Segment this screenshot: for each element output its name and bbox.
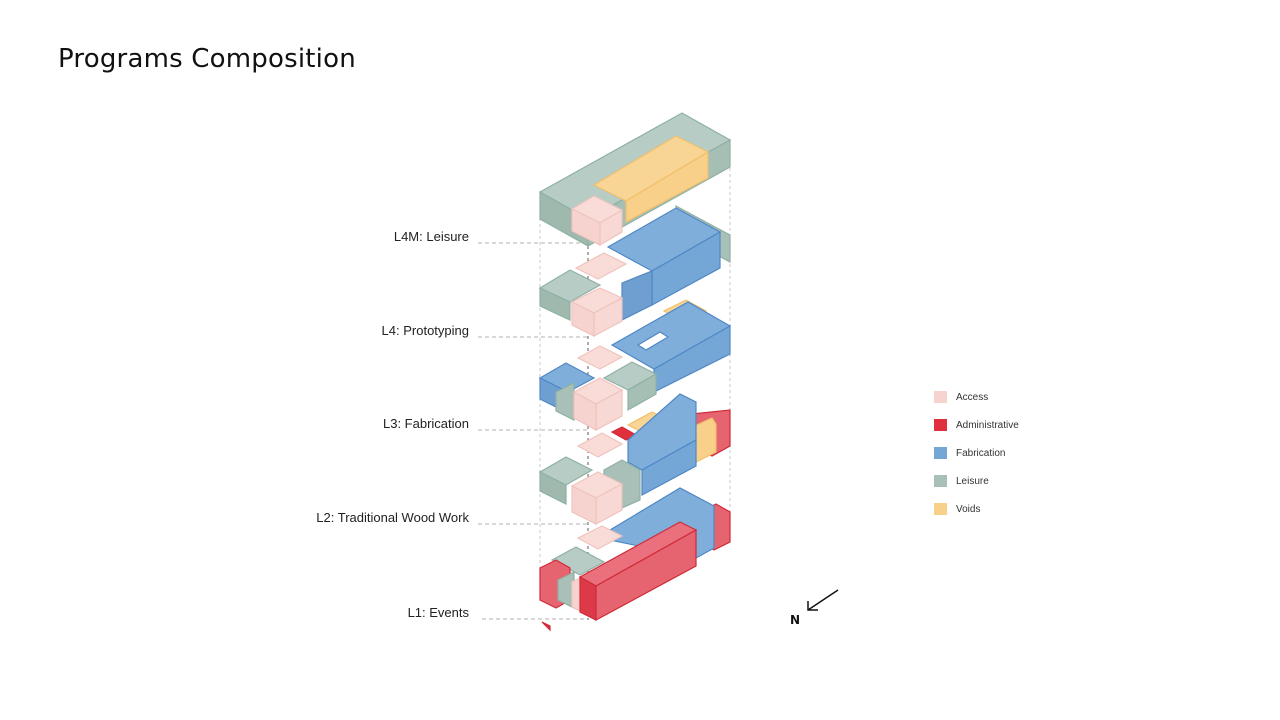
level-l3-blocks (538, 299, 732, 432)
legend-swatch (934, 391, 947, 403)
legend-swatch (934, 503, 947, 515)
level-l1-blocks (539, 487, 731, 632)
legend-label: Voids (956, 503, 981, 515)
leader-lines (478, 242, 588, 620)
level-label-l2: L2: Traditional Wood Work (316, 510, 469, 525)
level-l4m-blocks (538, 112, 732, 248)
legend-label: Administrative (956, 419, 1019, 431)
legend-swatch (934, 475, 947, 487)
level-label-l4: L4: Prototyping (381, 323, 469, 338)
legend-label: Access (956, 391, 989, 403)
guide-lines (539, 150, 731, 600)
level-label-l4m: L4M: Leisure (393, 229, 469, 244)
legend-label: Fabrication (956, 447, 1006, 459)
level-l2-blocks (538, 393, 731, 526)
legend-swatch (934, 419, 947, 431)
north-arrow-icon (807, 589, 839, 611)
legend: Access Administrative Fabrication Leisur… (934, 390, 1019, 530)
page-title: Programs Composition (58, 44, 356, 74)
legend-item-administrative: Administrative (934, 418, 1019, 432)
level-l4-blocks (538, 204, 731, 338)
legend-item-access: Access (934, 390, 1019, 404)
level-label-l1: L1: Events (407, 605, 469, 620)
legend-item-leisure: Leisure (934, 474, 1019, 488)
level-label-l3: L3: Fabrication (383, 416, 469, 431)
north-label: N (790, 613, 801, 627)
legend-swatch (934, 447, 947, 459)
legend-item-voids: Voids (934, 502, 1019, 516)
legend-label: Leisure (956, 475, 989, 487)
legend-item-fabrication: Fabrication (934, 446, 1019, 460)
